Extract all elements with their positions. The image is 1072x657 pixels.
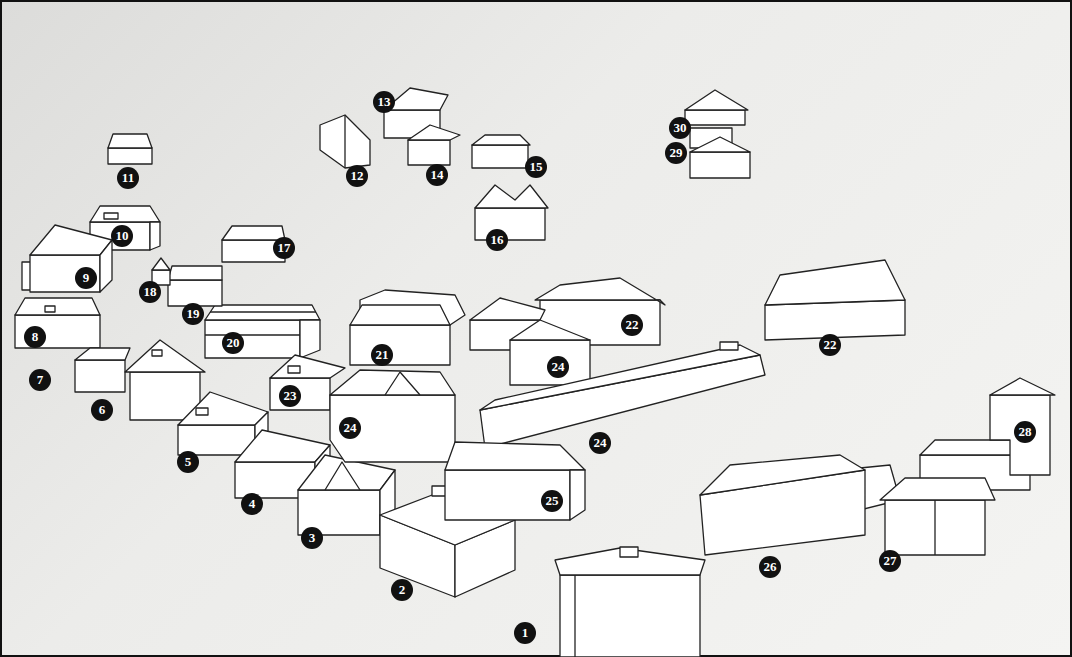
callout-number: 23	[279, 385, 301, 407]
callout-number: 26	[759, 556, 781, 578]
callout-number: 29	[665, 142, 687, 164]
callout-number: 22	[819, 334, 841, 356]
callout-number: 12	[346, 165, 368, 187]
callout-number: 17	[273, 237, 295, 259]
callout-number: 21	[371, 344, 393, 366]
callout-number: 9	[75, 267, 97, 289]
callout-number: 19	[182, 303, 204, 325]
callout-number: 1	[514, 622, 536, 644]
callout-number: 16	[486, 229, 508, 251]
callout-number: 24	[589, 432, 611, 454]
callout-number: 15	[525, 156, 547, 178]
callout-number: 3	[301, 527, 323, 549]
callout-number: 18	[139, 281, 161, 303]
callout-number: 28	[1014, 421, 1036, 443]
callout-number: 11	[117, 167, 139, 189]
callout-number: 5	[177, 451, 199, 473]
callout-number: 24	[547, 356, 569, 378]
callout-number: 2	[391, 579, 413, 601]
callout-number: 13	[373, 91, 395, 113]
callout-number: 7	[29, 369, 51, 391]
callout-number: 14	[426, 164, 448, 186]
callout-number: 30	[669, 117, 691, 139]
callout-number: 8	[24, 326, 46, 348]
callout-number: 25	[541, 490, 563, 512]
callout-number: 6	[91, 399, 113, 421]
callout-number: 10	[111, 225, 133, 247]
callout-number: 27	[879, 550, 901, 572]
callout-number: 20	[222, 332, 244, 354]
callout-number: 4	[241, 493, 263, 515]
callout-number: 22	[621, 314, 643, 336]
callout-number: 24	[339, 417, 361, 439]
